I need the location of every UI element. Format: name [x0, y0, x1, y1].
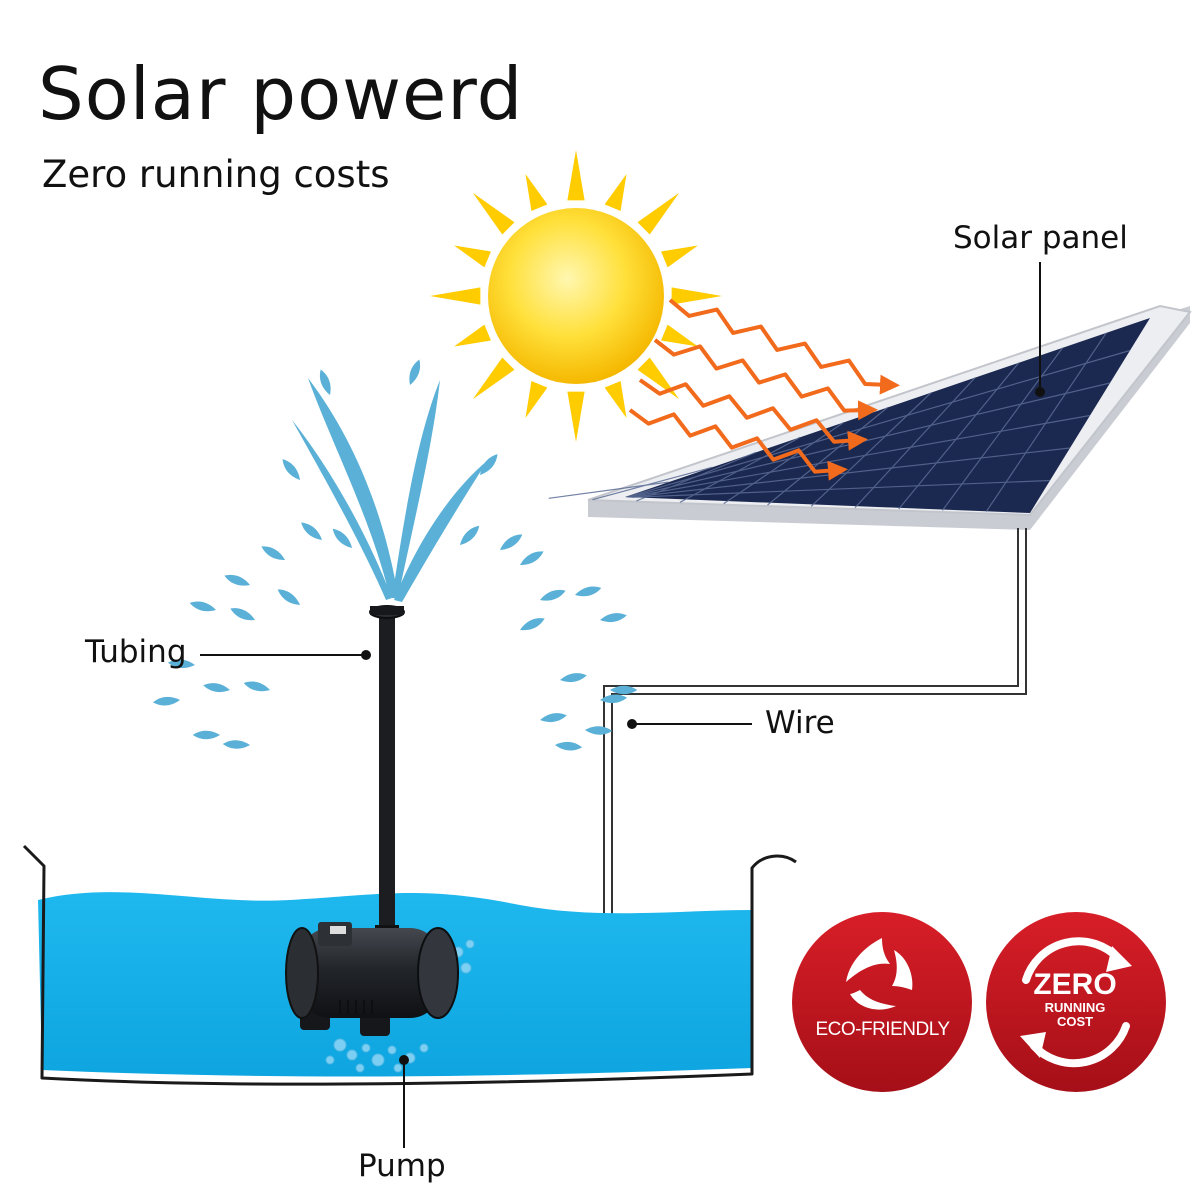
pump [285, 922, 459, 1036]
water-droplet [188, 598, 218, 615]
sun-ray [671, 287, 722, 305]
page-title: Solar powerd [38, 52, 524, 136]
bubble [355, 1063, 365, 1073]
panel-grid-line [767, 407, 888, 506]
water-droplet [202, 681, 231, 695]
tubing-pipe [369, 605, 405, 943]
panel-grid-line [723, 421, 845, 505]
cost-text: COST [1056, 1014, 1094, 1029]
water-droplet [298, 519, 325, 544]
panel-grid [548, 332, 1131, 513]
water-droplet [222, 571, 252, 589]
zero-running-cost-badge [986, 912, 1166, 1092]
panel-grid-line [628, 414, 1091, 498]
callout-lines [200, 262, 1045, 1148]
sun-rays [430, 150, 722, 442]
eco-friendly-text: ECO-FRIENDLY [815, 1019, 950, 1040]
water-droplet [554, 740, 583, 752]
bubble [371, 1053, 385, 1067]
panel-grid-line [627, 382, 1111, 498]
sun-ray [637, 192, 680, 235]
water-droplet [152, 695, 181, 707]
water-droplet [497, 530, 525, 554]
panel-grid-line [898, 362, 1020, 510]
water-droplet [279, 456, 304, 483]
panel-grid-line [810, 392, 932, 507]
sun-ray [604, 174, 627, 211]
panel-grid-line [679, 436, 801, 503]
sun-ray [567, 150, 585, 201]
water-droplet [584, 725, 613, 736]
panel-grid-line [630, 447, 1071, 498]
water-droplet [242, 678, 272, 695]
basin-outline [22, 844, 797, 1086]
water-droplet [610, 685, 638, 695]
sunlight-arrow [628, 408, 848, 481]
bubble [465, 939, 475, 949]
sun-ray [454, 324, 491, 347]
water-droplet [573, 583, 603, 600]
bubble [387, 1045, 397, 1055]
zero-text: ZERO [1033, 968, 1117, 1001]
bubble [419, 1043, 429, 1053]
water-droplet [275, 585, 303, 609]
water-droplet [259, 542, 288, 564]
bubble [393, 1063, 403, 1073]
wire-label: Wire [765, 705, 835, 741]
water-droplet [457, 522, 483, 548]
water-droplet [539, 711, 568, 725]
sun-disc [488, 208, 664, 384]
water-droplet [406, 357, 424, 387]
sun-ray [661, 324, 698, 347]
water-droplet [476, 451, 501, 478]
sunlight-arrow [653, 338, 878, 421]
water-droplet [518, 614, 547, 634]
sun-ray [472, 192, 515, 235]
bubble [346, 1049, 358, 1061]
panel-grid-line [854, 377, 976, 509]
water-droplet [228, 604, 257, 624]
panel-grid-line [592, 466, 713, 501]
running-text: RUNNING [1044, 1000, 1106, 1015]
bubble [361, 1043, 371, 1053]
pump-label: Pump [358, 1148, 446, 1184]
sunlight-arrow [638, 378, 868, 451]
water-droplet [559, 671, 588, 685]
sunlight-arrows [628, 298, 900, 481]
sun-ray [454, 245, 491, 268]
water-droplet [192, 730, 220, 740]
panel-grid-line [626, 349, 1131, 498]
solar-panel-label: Solar panel [953, 220, 1128, 256]
sun-ray [525, 381, 548, 418]
bubble [333, 1038, 347, 1052]
sun-ray [567, 391, 585, 442]
water-droplet [329, 525, 355, 551]
page-subtitle: Zero running costs [42, 153, 390, 196]
bubble [460, 962, 472, 974]
fountain-jets [292, 378, 488, 602]
water-droplet [222, 739, 251, 750]
sunlight-arrow [668, 298, 900, 395]
bubble [325, 1055, 335, 1065]
panel-grid-line [942, 347, 1063, 511]
tubing-label: Tubing [85, 634, 187, 670]
sun [430, 150, 722, 442]
circular-arrows-icon [1022, 937, 1130, 1068]
sun-ray [472, 357, 515, 400]
water-droplet [599, 611, 628, 625]
water-droplet [517, 547, 546, 569]
sun-ray [604, 381, 627, 418]
eco-friendly-badge [792, 912, 972, 1092]
sun-ray [430, 287, 481, 305]
water-droplet [316, 367, 334, 397]
sun-ray [661, 245, 698, 268]
recycle-leaf-icon [846, 938, 913, 1010]
water-droplet [538, 586, 568, 604]
sun-ray [525, 174, 548, 211]
panel-grid-line [631, 479, 1051, 498]
